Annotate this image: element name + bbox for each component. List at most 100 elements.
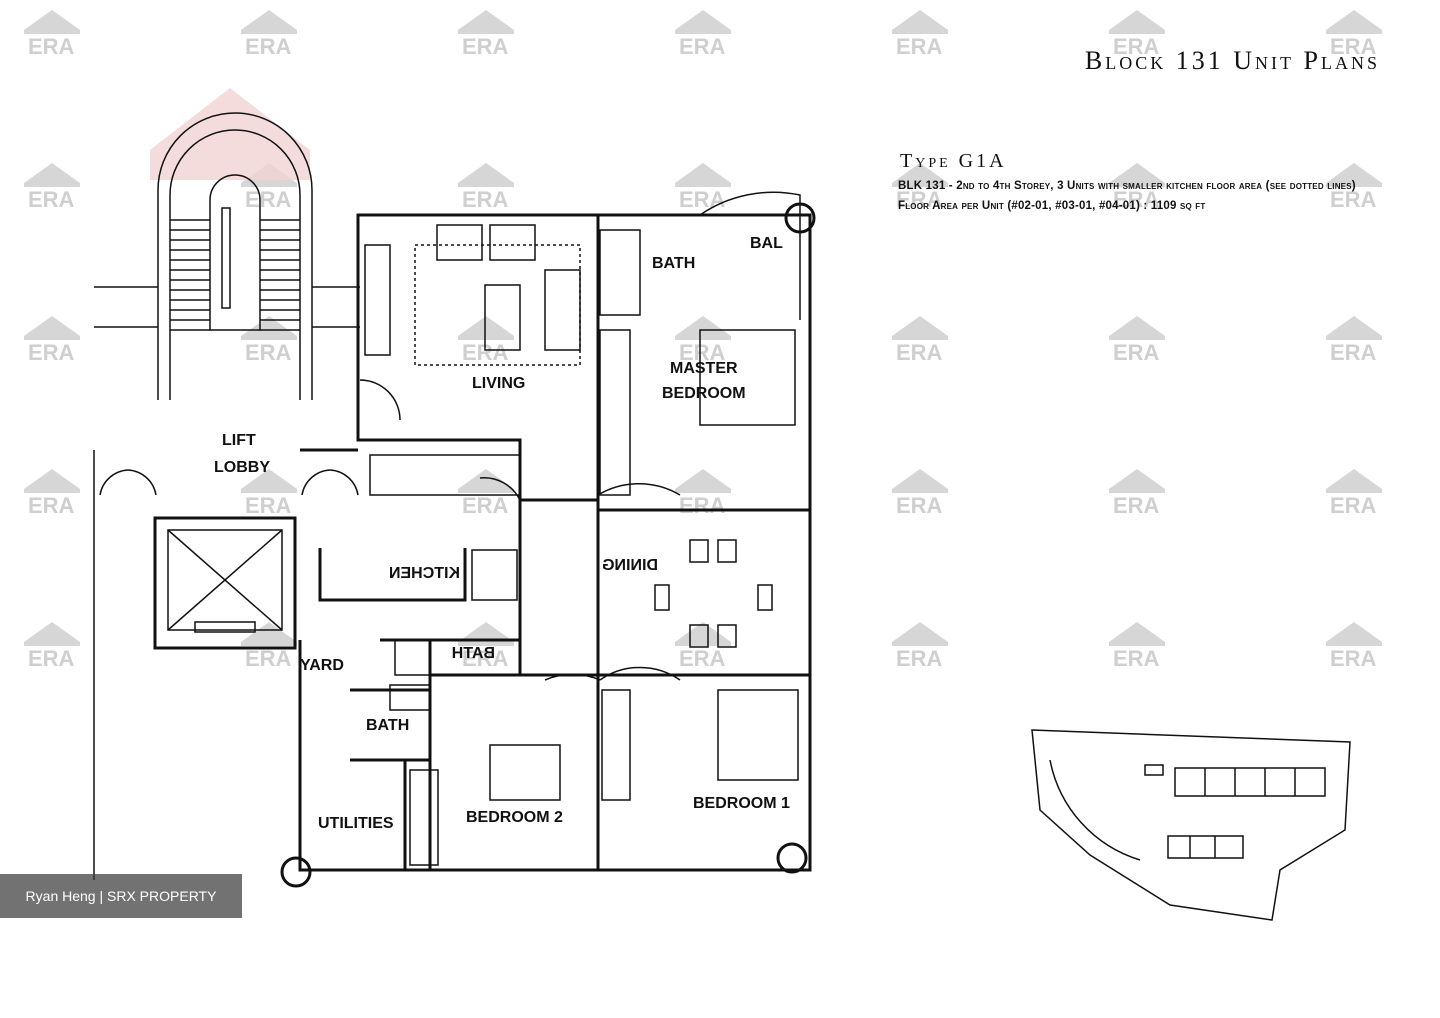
watermark-tile: ERA: [458, 316, 514, 365]
watermark-text: ERA: [896, 646, 943, 671]
label-balcony: BAL: [750, 235, 783, 252]
era-logo-icon: [24, 316, 80, 340]
watermark-text: ERA: [28, 34, 75, 59]
watermark-text: ERA: [896, 187, 943, 212]
watermark-text: ERA: [1330, 493, 1377, 518]
watermark-text: ERA: [462, 34, 509, 59]
watermark-tile: ERA: [675, 163, 731, 212]
watermark-tile: ERA: [892, 10, 948, 59]
watermark-tile: ERA: [1326, 316, 1382, 365]
watermark-text: ERA: [462, 646, 509, 671]
era-logo-icon: [675, 10, 731, 34]
watermark-text: ERA: [896, 34, 943, 59]
watermark-text: ERA: [28, 493, 75, 518]
watermark-tile: ERA: [458, 10, 514, 59]
watermark-text: ERA: [896, 493, 943, 518]
era-logo-icon: [1109, 316, 1165, 340]
era-logo-icon: [24, 163, 80, 187]
label-bedroom-1: BEDROOM 1: [693, 795, 790, 812]
era-logo-icon: [675, 316, 731, 340]
watermark-text: ERA: [1330, 34, 1377, 59]
watermark-tile: ERA: [24, 622, 80, 671]
watermark-tile: ERA: [675, 622, 731, 671]
label-master-1: MASTER: [670, 360, 738, 377]
watermark-text: ERA: [245, 646, 292, 671]
era-logo-icon: [1326, 469, 1382, 493]
watermark-text: ERA: [1113, 646, 1160, 671]
watermark-tile: ERA: [1109, 622, 1165, 671]
watermark-tile: ERA: [1326, 10, 1382, 59]
watermark-text: ERA: [1330, 340, 1377, 365]
era-logo-icon: [241, 316, 297, 340]
watermark-layer: ERA ERA ERA ERA ERA ERA ERA ERA ERA ERA ERA ERA ERA E…: [24, 10, 1382, 671]
label-bath-yard: BATH: [366, 717, 409, 734]
era-logo-icon: [1109, 163, 1165, 187]
era-logo-icon: [24, 469, 80, 493]
unit-type-title: Type G1A: [900, 150, 1007, 172]
watermark-tile: ERA: [675, 316, 731, 365]
watermark-tile: ERA: [892, 163, 948, 212]
page-title: Block 131 Unit Plans: [1084, 46, 1380, 75]
era-logo-icon: [458, 163, 514, 187]
watermark-text: ERA: [28, 340, 75, 365]
era-logo-icon: [675, 469, 731, 493]
watermark-text: ERA: [1113, 187, 1160, 212]
era-logo-icon: [241, 622, 297, 646]
watermark-text: ERA: [679, 646, 726, 671]
era-logo-icon: [892, 316, 948, 340]
era-logo-icon: [892, 163, 948, 187]
era-logo-icon: [675, 622, 731, 646]
corridor-lines: [93, 286, 360, 880]
era-logo-icon: [24, 10, 80, 34]
watermark-tile: ERA: [458, 163, 514, 212]
era-logo-icon: [458, 316, 514, 340]
watermark-tile: ERA: [1109, 316, 1165, 365]
photo-credit: Ryan Heng | SRX PROPERTY: [0, 874, 242, 918]
watermark-tile: ERA: [24, 163, 80, 212]
era-logo-icon: [1326, 10, 1382, 34]
watermark-text: ERA: [679, 493, 726, 518]
watermark-tile: ERA: [1326, 622, 1382, 671]
watermark-tile: ERA: [241, 316, 297, 365]
label-living: LIVING: [472, 375, 525, 392]
watermark-tile: ERA: [24, 469, 80, 518]
watermark-tile: ERA: [892, 469, 948, 518]
label-lift-2: LOBBY: [214, 459, 270, 476]
era-logo-icon: [892, 10, 948, 34]
era-logo-icon: [675, 163, 731, 187]
watermark-tile: ERA: [892, 622, 948, 671]
era-logo-icon: [1326, 622, 1382, 646]
columns: [280, 202, 816, 888]
watermark-text: ERA: [245, 34, 292, 59]
watermark-text: ERA: [245, 340, 292, 365]
label-bedroom-2: BEDROOM 2: [466, 809, 563, 826]
site-key-plan: [1031, 729, 1351, 921]
watermark-roof-icon: [150, 88, 310, 180]
watermark-text: ERA: [245, 187, 292, 212]
watermark-tile: ERA: [1326, 163, 1382, 212]
watermark-text: ERA: [1113, 34, 1160, 59]
unit-walls: [298, 191, 812, 872]
watermark-text: ERA: [896, 340, 943, 365]
watermark-tile: ERA: [1326, 469, 1382, 518]
era-logo-icon: [1326, 163, 1382, 187]
era-logo-icon: [1109, 622, 1165, 646]
watermark-tile: ERA: [241, 469, 297, 518]
lift-core: [153, 516, 297, 650]
label-lift-1: LIFT: [222, 432, 256, 449]
label-dining: DINING: [602, 557, 658, 574]
watermark-tile: ERA: [1109, 10, 1165, 59]
watermark-text: ERA: [1330, 187, 1377, 212]
era-logo-icon: [241, 469, 297, 493]
era-logo-icon: [458, 10, 514, 34]
watermark-text: ERA: [679, 187, 726, 212]
watermark-text: ERA: [679, 34, 726, 59]
watermark-text: ERA: [28, 646, 75, 671]
watermark-tile: ERA: [24, 316, 80, 365]
label-bath-master: BATH: [652, 255, 695, 272]
unit-description: BLK 131 - 2nd to 4th Storey, 3 Units wit…: [898, 180, 1356, 192]
watermark-tile: ERA: [1109, 469, 1165, 518]
watermark-tile: ERA: [675, 10, 731, 59]
watermark-text: ERA: [1330, 646, 1377, 671]
